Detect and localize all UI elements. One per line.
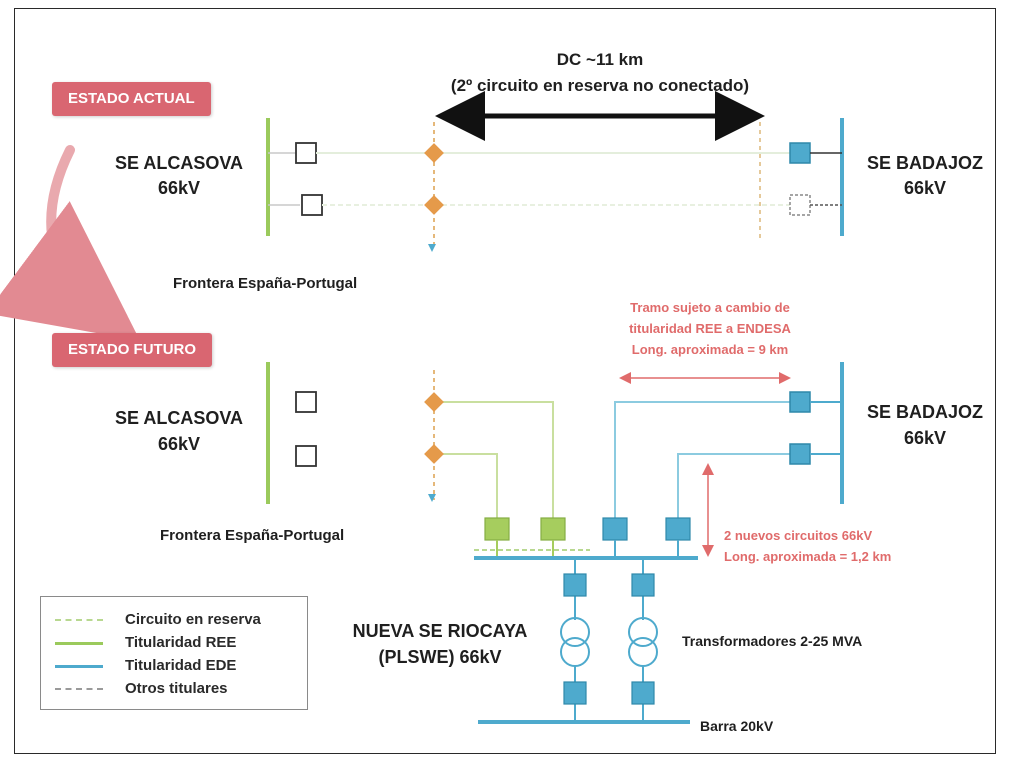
legend: Circuito en reserva Titularidad REE Titu… [40, 596, 308, 710]
border-node-2-current [424, 195, 444, 215]
legend-swatch-otros [55, 688, 103, 690]
ede-line-1-future [614, 401, 790, 520]
dc-distance-label: DC ~11 km [556, 50, 644, 69]
riocaya-voltage: (PLSWE) 66kV [378, 647, 502, 667]
transition-arrow [0, 145, 141, 341]
alcasova-breaker-2 [301, 194, 323, 216]
transformer-1-primary [560, 617, 590, 647]
bar-20kv-label: Barra 20kV [700, 718, 774, 734]
badajoz-breaker-2-dashed [789, 194, 811, 216]
legend-label-ede: Titularidad EDE [125, 657, 237, 674]
border-node-1-future [424, 392, 444, 412]
badajoz-name-future: SE BADAJOZ [866, 402, 983, 422]
transformer-2-secondary [628, 637, 658, 667]
border-node-1-current [424, 143, 444, 163]
transformer-2-primary [628, 617, 658, 647]
dc-note-label: (2º circuito en reserva no conectado) [450, 76, 750, 95]
badajoz-breaker-1-future [789, 391, 811, 413]
tramo-note-line1: Tramo sujeto a cambio de [630, 300, 790, 315]
new-circuits-note-line1: 2 nuevos circuitos 66kV [724, 528, 873, 543]
riocaya-breaker-ree-1 [484, 517, 510, 541]
legend-label-otros: Otros titulares [125, 680, 228, 697]
badajoz-name-current: SE BADAJOZ [866, 153, 983, 173]
legend-swatch-ree [55, 642, 103, 645]
riocaya-name: NUEVA SE RIOCAYA [352, 621, 528, 641]
alcasova-breaker-1 [295, 142, 317, 164]
alcasova-breaker-1-future [295, 391, 317, 413]
ede-line-2-future [677, 453, 790, 520]
ree-line-1-future [434, 401, 554, 520]
alcasova-breaker-2-future [295, 445, 317, 467]
legend-label-reserve: Circuito en reserva [125, 611, 261, 628]
border-label-current: Frontera España-Portugal [173, 275, 358, 292]
badajoz-breaker-1 [789, 142, 811, 164]
border-node-2-future [424, 444, 444, 464]
riocaya-breaker-ede-1 [602, 517, 628, 541]
riocaya-breaker-ede-2 [665, 517, 691, 541]
legend-swatch-ede [55, 665, 103, 668]
tr1-lower-breaker [563, 681, 587, 705]
border-label-future: Frontera España-Portugal [160, 527, 345, 544]
alcasova-name-current: SE ALCASOVA [114, 153, 243, 173]
riocaya-breaker-ree-2 [540, 517, 566, 541]
alcasova-name-future: SE ALCASOVA [114, 408, 243, 428]
tr1-upper-breaker [563, 573, 587, 597]
legend-label-ree: Titularidad REE [125, 634, 237, 651]
new-circuits-note-line2: Long. aproximada = 1,2 km [724, 549, 892, 564]
ree-line-2-future [434, 453, 498, 520]
alcasova-voltage-future: 66kV [157, 434, 201, 454]
legend-swatch-reserve [55, 619, 103, 621]
border-marker-future [428, 494, 436, 502]
tr2-lower-breaker [631, 681, 655, 705]
badajoz-breaker-2-future [789, 443, 811, 465]
tramo-note-line3: Long. aproximada = 9 km [631, 342, 789, 357]
badajoz-voltage-future: 66kV [903, 428, 947, 448]
estado-actual-badge: ESTADO ACTUAL [52, 82, 211, 116]
estado-futuro-badge: ESTADO FUTURO [52, 333, 213, 367]
tramo-note-line2: titularidad REE a ENDESA [629, 321, 791, 336]
tr2-upper-breaker [631, 573, 655, 597]
alcasova-voltage-current: 66kV [157, 178, 201, 198]
badajoz-voltage-current: 66kV [903, 178, 947, 198]
transformers-label: Transformadores 2-25 MVA [682, 633, 863, 649]
transformer-1-secondary [560, 637, 590, 667]
border-marker-current [428, 244, 436, 252]
